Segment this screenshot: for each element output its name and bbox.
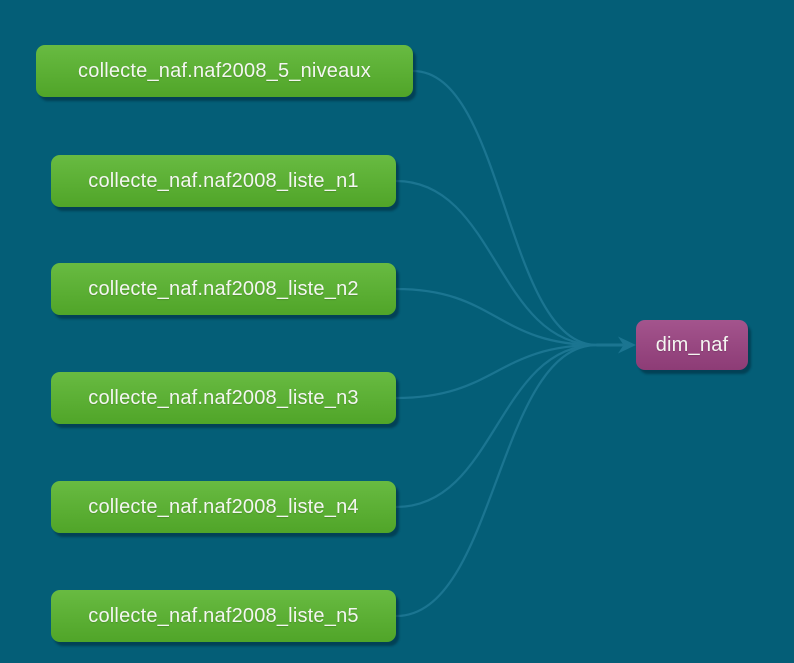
node-naf2008-liste-n3[interactable]: collecte_naf.naf2008_liste_n3 [51,372,396,424]
node-naf2008-liste-n1[interactable]: collecte_naf.naf2008_liste_n1 [51,155,396,207]
node-naf2008-liste-n2[interactable]: collecte_naf.naf2008_liste_n2 [51,263,396,315]
node-dim-naf[interactable]: dim_naf [636,320,748,370]
node-naf2008-liste-n4[interactable]: collecte_naf.naf2008_liste_n4 [51,481,396,533]
node-naf2008-5-niveaux[interactable]: collecte_naf.naf2008_5_niveaux [36,45,413,97]
edge-src4-to-target [394,343,599,400]
edge-src3-to-target [394,287,599,347]
node-naf2008-liste-n5[interactable]: collecte_naf.naf2008_liste_n5 [51,590,396,642]
arrowhead-icon [618,336,636,354]
edge-src1-to-target [411,69,599,347]
edge-src5-to-target [394,343,599,509]
edge-src2-to-target [394,179,599,347]
edge-src6-to-target [394,343,599,618]
